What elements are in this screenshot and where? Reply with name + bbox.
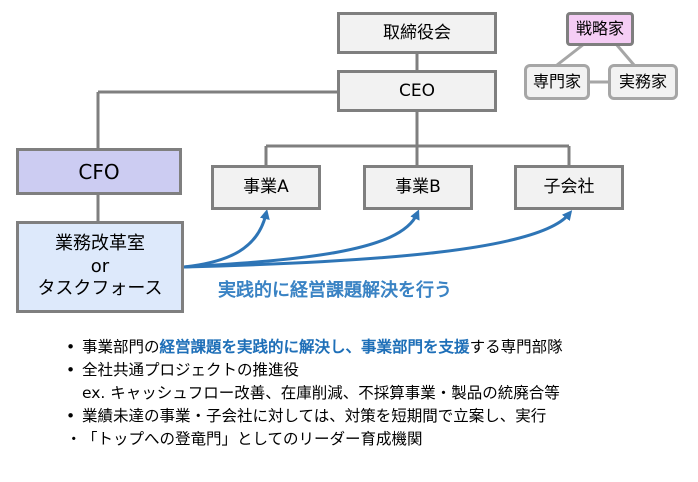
arrow-to-bizB — [183, 209, 420, 269]
arrow-to-bizA — [183, 209, 270, 269]
list-item: • 事業部門の経営課題を実践的に解決し、事業部門を支援する専門部隊 — [64, 336, 563, 359]
practitioner-label: 実務家 — [618, 72, 667, 92]
bullet1-highlight2: 事業部門を支援 — [361, 338, 470, 356]
expert-label: 専門家 — [532, 72, 581, 92]
reform-office-label: 業務改革室 — [55, 233, 145, 255]
bullet-dot: • — [66, 407, 76, 425]
list-item: • 業績未達の事業・子会社に対しては、対策を短期間で立案し、実行 — [64, 405, 563, 428]
description-list: • 事業部門の経営課題を実践的に解決し、事業部門を支援する専門部隊 • 全社共通… — [64, 336, 563, 451]
strategist-label: 戦略家 — [575, 19, 624, 39]
business-a-label: 事業A — [243, 177, 289, 198]
solution-caption: 実践的に経営課題解決を行う — [218, 280, 452, 301]
cfo-box: CFO — [16, 148, 182, 195]
bullet1-post: する専門部隊 — [469, 338, 563, 356]
bullet3-text: 業績未達の事業・子会社に対しては、対策を短期間で立案し、実行 — [82, 407, 547, 425]
subsidiary-box: 子会社 — [514, 165, 624, 210]
bullet-mid-dot: ・ — [66, 430, 82, 448]
board-box: 取締役会 — [337, 12, 497, 54]
list-item: • 全社共通プロジェクトの推進役 — [64, 359, 563, 382]
reform-office-box: 業務改革室 or タスクフォース — [16, 221, 184, 313]
strategist-practitioner-line — [614, 43, 636, 66]
task-force-label: タスクフォース — [37, 278, 163, 300]
list-item: ・ 「トップへの登竜門」としてのリーダー育成機関 — [64, 428, 563, 451]
board-label: 取締役会 — [383, 22, 451, 43]
ceo-box: CEO — [337, 70, 497, 112]
bullet1-highlight1: 経営課題を実践的に解決し — [159, 338, 346, 356]
strategist-expert-line — [556, 42, 585, 67]
bullet1-pre: 事業部門の — [82, 338, 160, 356]
business-a-box: 事業A — [211, 165, 321, 210]
bullet1-mid: 、 — [345, 338, 362, 356]
expert-box: 専門家 — [524, 64, 590, 100]
practitioner-box: 実務家 — [608, 64, 678, 100]
business-b-label: 事業B — [395, 177, 441, 198]
bullet-dot: • — [66, 361, 76, 379]
business-b-box: 事業B — [363, 165, 473, 210]
strategist-box: 戦略家 — [566, 12, 634, 46]
reform-or-label: or — [90, 255, 110, 277]
bullet2-sub-text: ex. キャッシュフロー改善、在庫削減、不採算事業・製品の統廃合等 — [82, 384, 560, 402]
list-item-sub: ex. キャッシュフロー改善、在庫削減、不採算事業・製品の統廃合等 — [64, 382, 563, 405]
bullet4-text: 「トップへの登竜門」としてのリーダー育成機関 — [82, 430, 423, 448]
subsidiary-label: 子会社 — [543, 177, 595, 198]
ceo-label: CEO — [399, 80, 435, 101]
arrow-to-subsidiary — [183, 210, 573, 269]
cfo-label: CFO — [78, 159, 120, 184]
bullet2-text: 全社共通プロジェクトの推進役 — [82, 361, 300, 379]
bullet-dot: • — [66, 338, 76, 356]
